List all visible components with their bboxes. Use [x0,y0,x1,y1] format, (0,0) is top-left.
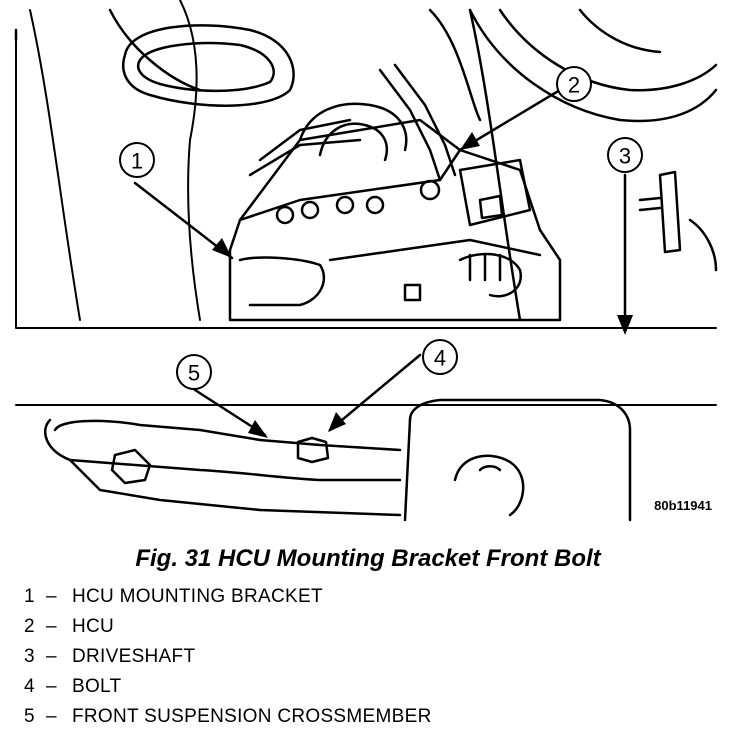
legend-item: 1–HCU MOUNTING BRACKET [24,585,432,615]
callout-3: 3 [619,144,631,169]
legend-number: 4 [24,676,35,697]
legend-number: 1 [24,586,35,607]
figure-code: 80b11941 [654,498,712,513]
legend-item: 2–HCU [24,615,432,645]
legend-separator: – [46,646,57,667]
legend-separator: – [46,706,57,727]
legend-label: BOLT [72,676,122,697]
diagram-figure: 1 2 3 4 5 80b11941 [14,0,718,522]
callout-4-circle [422,339,458,375]
callout-5: 5 [188,361,200,386]
legend-separator: – [46,616,57,637]
legend-item: 4–BOLT [24,675,432,705]
legend-list: 1–HCU MOUNTING BRACKET 2–HCU 3–DRIVESHAF… [24,585,432,735]
callout-2: 2 [568,73,580,98]
callout-1: 1 [131,149,143,174]
callout-2-circle [556,66,592,102]
legend-label: HCU MOUNTING BRACKET [72,586,323,607]
legend-label: FRONT SUSPENSION CROSSMEMBER [72,706,432,727]
legend-item: 5–FRONT SUSPENSION CROSSMEMBER [24,705,432,735]
legend-separator: – [46,586,57,607]
legend-number: 3 [24,646,35,667]
callout-3-circle [607,137,643,173]
figure-caption: Fig. 31 HCU Mounting Bracket Front Bolt [135,545,601,572]
legend-number: 2 [24,616,35,637]
legend-separator: – [46,676,57,697]
diagram-illustration: 1 2 3 4 5 [14,0,718,522]
legend-number: 5 [24,706,35,727]
legend-label: DRIVESHAFT [72,646,196,667]
legend-item: 3–DRIVESHAFT [24,645,432,675]
callout-4: 4 [434,346,446,371]
callout-5-circle [176,354,212,390]
callout-1-circle [119,142,155,178]
legend-label: HCU [72,616,115,637]
